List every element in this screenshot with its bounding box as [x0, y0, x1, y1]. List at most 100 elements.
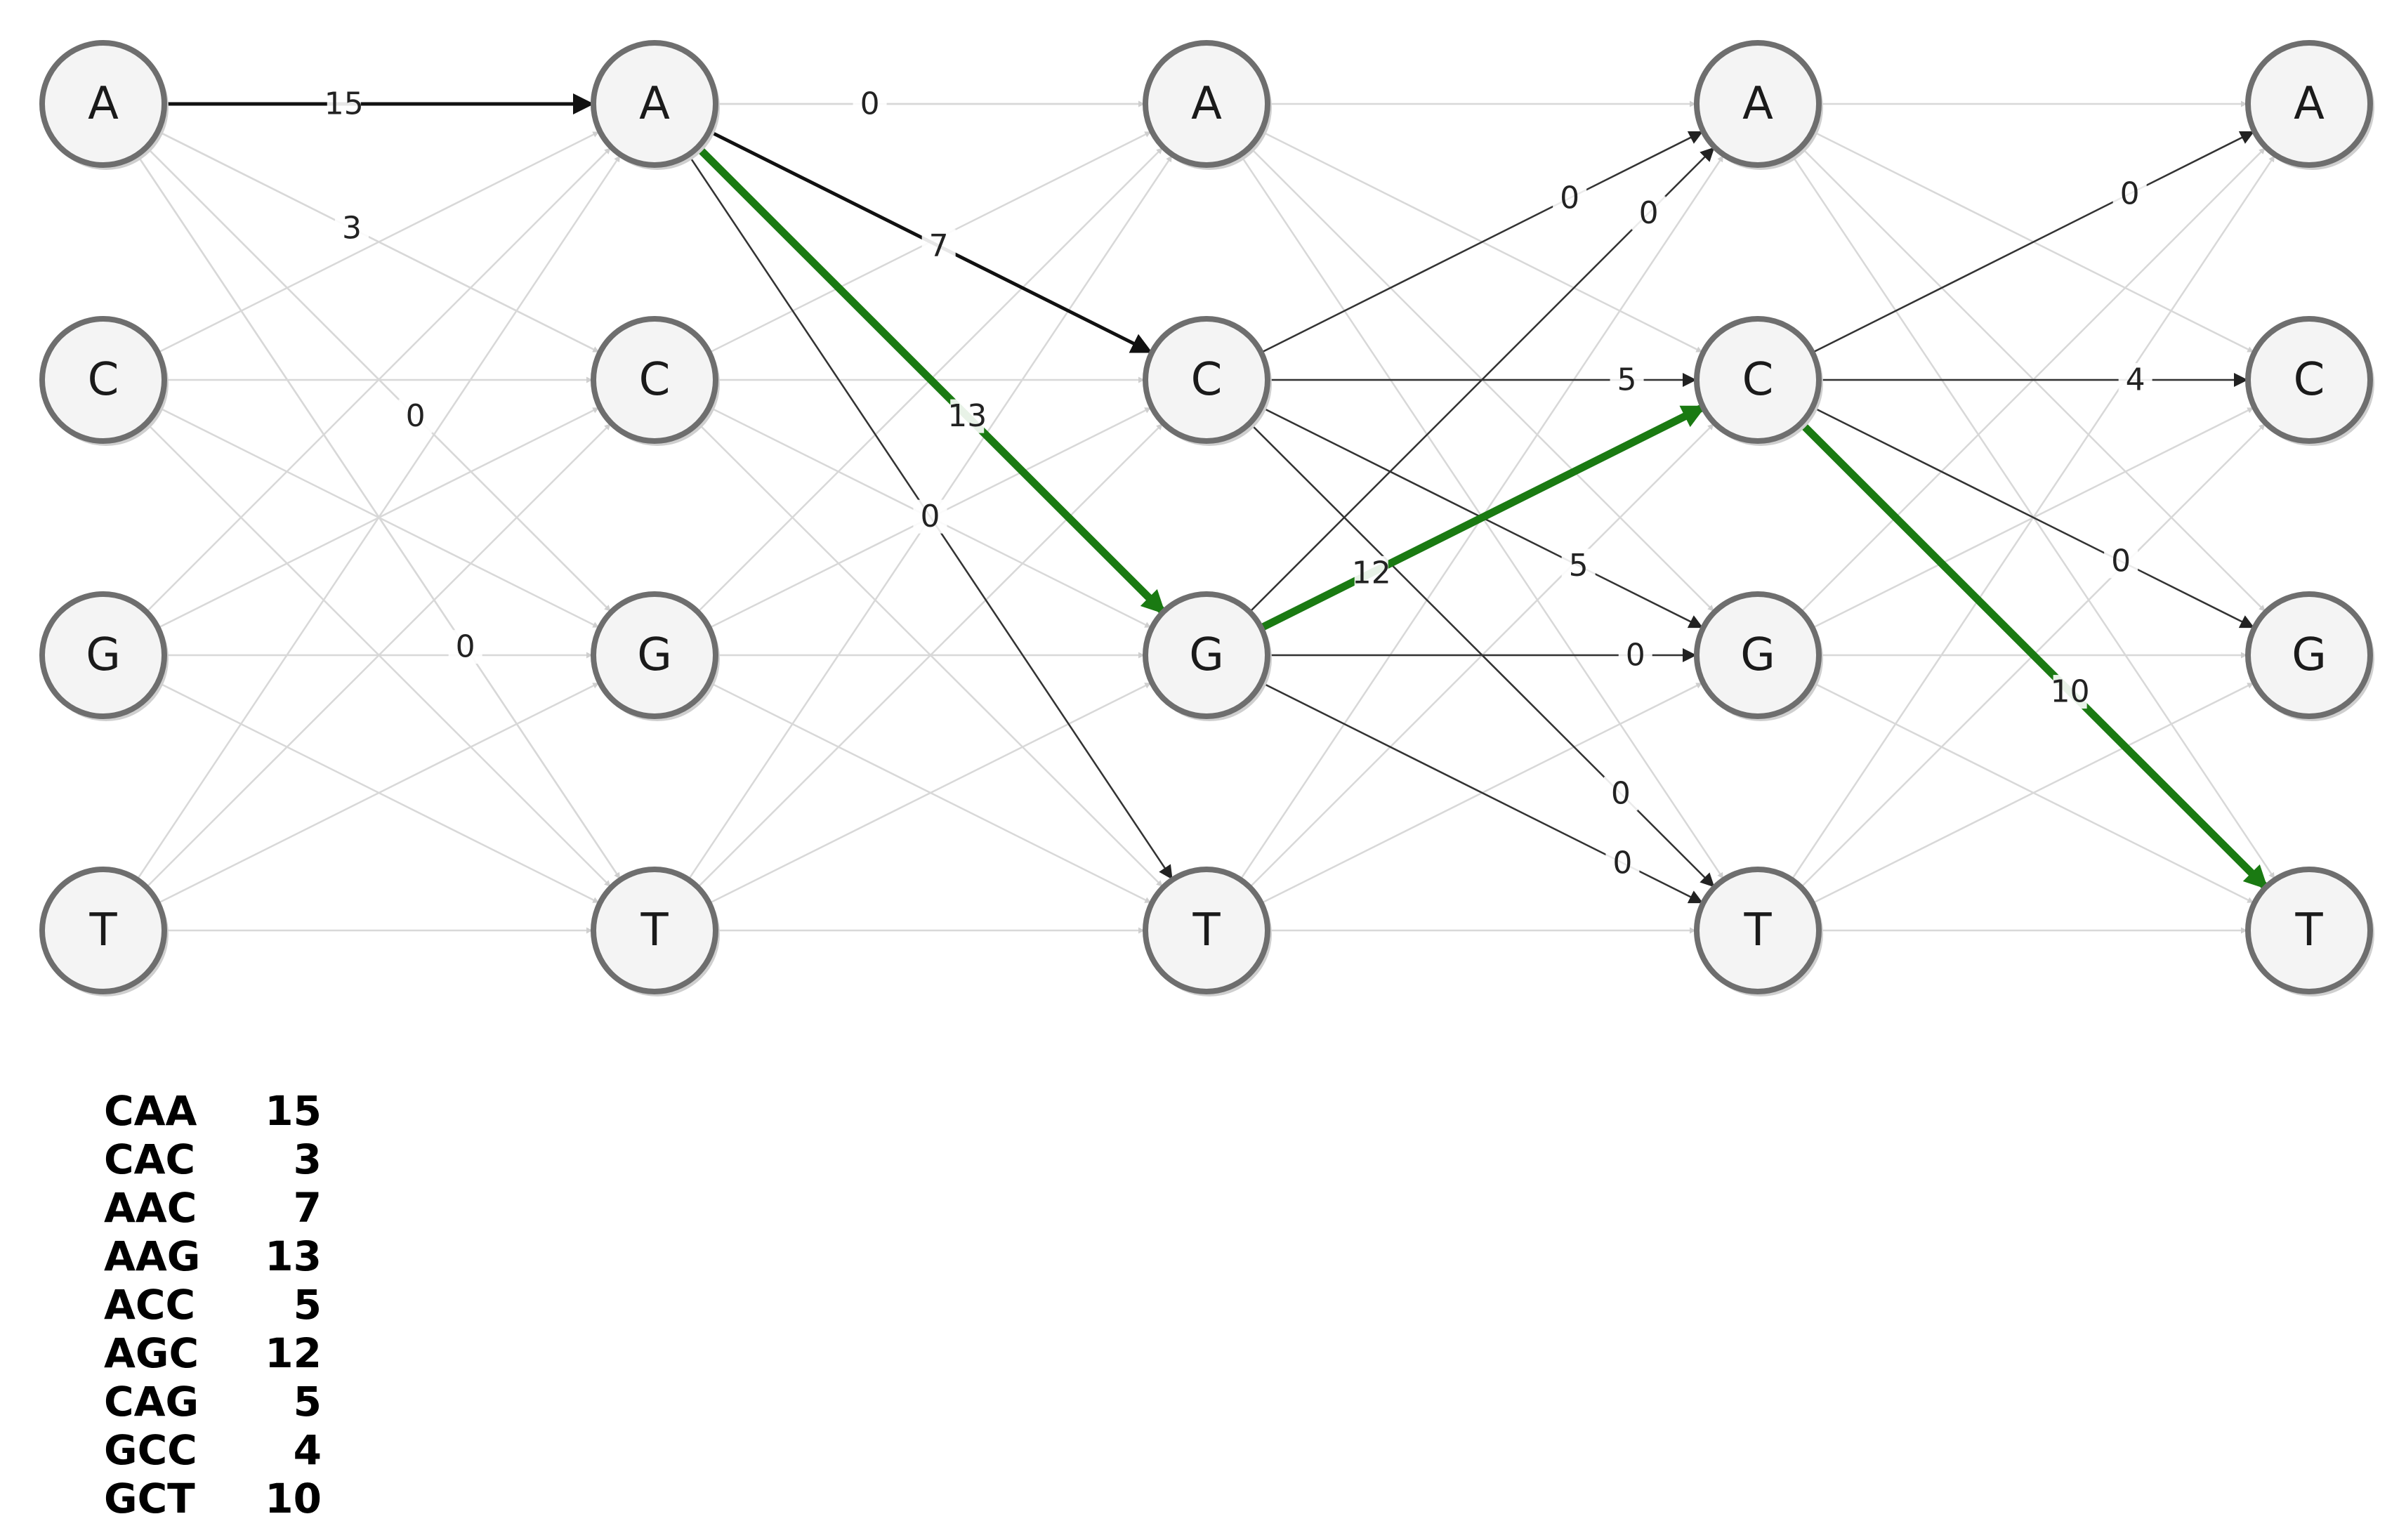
active-edges: [136, 93, 2269, 904]
node-circle: [1143, 40, 1270, 168]
state-node-c0G: G: [39, 591, 169, 721]
node-nucleotide-label: G: [2292, 629, 2327, 681]
edge-label-backdrop: [327, 87, 361, 121]
node-nucleotide-label: T: [88, 904, 117, 956]
edge-score-label: 0: [1611, 776, 1631, 812]
edge-label-backdrop: [2053, 675, 2087, 709]
state-node-c2G: G: [1143, 591, 1272, 721]
node-circle: [2245, 40, 2373, 168]
node-nucleotide-label: G: [86, 629, 121, 681]
node-circle: [2245, 867, 2373, 994]
edge-score-label: 0: [1626, 638, 1645, 673]
node-nucleotide-label: A: [1742, 78, 1773, 130]
score-cell: 3: [293, 1136, 322, 1183]
state-node-c0C: C: [39, 316, 169, 446]
edge-score-label: 5: [1617, 362, 1637, 398]
codon-cell: ACC: [104, 1281, 196, 1329]
background-transition-edge: [145, 423, 611, 888]
node-circle: [39, 316, 167, 444]
node-nucleotide-label: A: [639, 78, 670, 130]
edge-score-label: 0: [2120, 176, 2140, 211]
node-nucleotide-label: C: [1191, 354, 1223, 406]
transition-edge-c3C-c4A: [1812, 131, 2255, 354]
edge-score-label: 0: [456, 629, 475, 665]
state-node-c2T: T: [1143, 867, 1272, 996]
node-nucleotide-label: A: [1191, 78, 1222, 130]
node-circle: [39, 591, 167, 719]
background-transition-edge: [157, 682, 600, 904]
node-nucleotide-label: A: [2294, 78, 2325, 130]
state-node-c0A: A: [39, 40, 169, 170]
score-cell: 7: [293, 1184, 322, 1232]
node-circle: [1694, 591, 1822, 719]
transition-edge-c0A-c1T: [136, 154, 621, 879]
node-nucleotide-label: T: [2294, 904, 2323, 956]
edge-label-backdrop: [1618, 638, 1652, 672]
score-cell: 10: [265, 1475, 322, 1522]
state-node-c4G: G: [2245, 591, 2374, 721]
node-nucleotide-label: C: [2294, 354, 2325, 406]
edge-score-label: 0: [860, 86, 880, 122]
edge-label-backdrop: [1603, 777, 1638, 811]
transition-edge-c3C-c4G: [1812, 406, 2255, 628]
transition-edge-c0A-c1G: [145, 146, 611, 612]
node-circle: [1143, 867, 1270, 994]
node-circle: [591, 867, 718, 994]
node-nucleotide-label: G: [1740, 629, 1775, 681]
codon-cell: GCC: [104, 1426, 197, 1474]
transition-edge-c3C-c4T: [1797, 419, 2269, 890]
score-cell: 12: [265, 1329, 322, 1377]
score-table-row: AGC 12: [104, 1329, 322, 1378]
score-cell: 4: [293, 1426, 322, 1474]
score-cell: 13: [265, 1232, 322, 1280]
edge-score-label: 10: [2051, 674, 2090, 710]
score-cell: 5: [293, 1281, 322, 1329]
edge-score-label: 5: [1569, 548, 1589, 584]
node-nucleotide-label: G: [1189, 629, 1224, 681]
node-circle: [591, 591, 718, 719]
background-edges: [136, 100, 2275, 934]
state-node-c4A: A: [2245, 40, 2374, 170]
node-circle: [1694, 40, 1822, 168]
edge-score-label: 13: [947, 398, 987, 434]
edge-label-backdrop: [1561, 548, 1596, 583]
state-node-c4T: T: [2245, 867, 2374, 996]
edge-label-backdrop: [1610, 363, 1644, 397]
edge-label-backdrop: [1354, 555, 1388, 590]
node-nucleotide-label: A: [88, 78, 119, 130]
node-circle: [39, 40, 167, 168]
transition-edge-c1A-c2G: [694, 143, 1166, 615]
edge-label-backdrop: [921, 229, 956, 263]
edge-label-backdrop: [2104, 544, 2138, 579]
transition-edge-c0A-c1C: [157, 130, 600, 353]
node-circle: [591, 316, 718, 444]
node-circle: [1694, 867, 1822, 994]
edge-label-backdrop: [913, 499, 947, 534]
edge-label-backdrop: [950, 399, 985, 433]
state-node-c4C: C: [2245, 316, 2374, 446]
edge-score-label: 0: [1560, 180, 1579, 216]
node-nucleotide-label: C: [1742, 354, 1774, 406]
node-circle: [591, 40, 718, 168]
state-node-c3A: A: [1694, 40, 1823, 170]
node-circle: [39, 867, 167, 994]
node-circle: [1143, 591, 1270, 719]
node-circle: [2245, 316, 2373, 444]
edge-label-backdrop: [334, 211, 369, 246]
codon-cell: AGC: [104, 1329, 199, 1377]
state-node-c3T: T: [1694, 867, 1823, 996]
edge-label-backdrop: [448, 630, 482, 664]
background-transition-edge: [697, 423, 1163, 888]
edge-label-backdrop: [1631, 196, 1666, 230]
score-table-row: ACC 5: [104, 1281, 322, 1329]
node-nucleotide-label: T: [1743, 904, 1772, 956]
edge-score-label: 0: [1639, 195, 1659, 231]
edge-label-backdrop: [2112, 176, 2147, 211]
codon-cell: CAG: [104, 1378, 199, 1426]
score-cell: 15: [265, 1087, 322, 1135]
